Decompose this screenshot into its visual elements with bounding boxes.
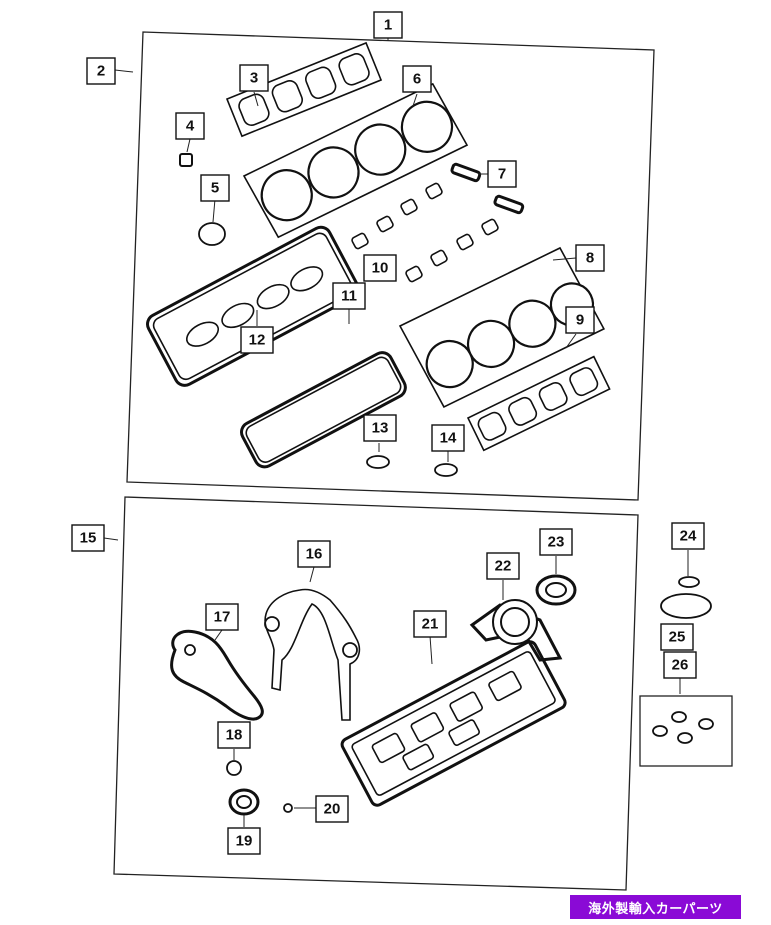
o-ring-20 [283, 803, 293, 813]
cylinder-head-gasket-right [398, 246, 606, 408]
svg-text:5: 5 [211, 180, 219, 197]
callout-2: 2 [86, 57, 116, 85]
callout-25: 25 [660, 623, 694, 651]
front-cover-seal-left [264, 616, 280, 632]
svg-text:20: 20 [324, 801, 341, 818]
oil-passage-gasket-lower [493, 194, 525, 215]
svg-text:6: 6 [413, 71, 421, 88]
intake-port-gaskets [351, 182, 499, 283]
lower-kit-panel [113, 496, 639, 891]
seal-set-26-box [639, 695, 733, 767]
seal-24 [678, 576, 700, 588]
svg-text:21: 21 [422, 616, 439, 633]
svg-text:13: 13 [372, 420, 389, 437]
callout-22: 22 [486, 552, 520, 580]
oil-passage-gasket-upper [450, 162, 482, 183]
svg-text:1: 1 [384, 17, 392, 34]
water-pump-gasket [170, 629, 264, 721]
oil-pan-gasket [340, 640, 567, 807]
svg-text:18: 18 [226, 727, 243, 744]
svg-text:16: 16 [306, 546, 323, 563]
callout-7: 7 [487, 160, 517, 188]
callout-1: 1 [373, 11, 403, 39]
callout-9: 9 [565, 306, 595, 334]
svg-text:14: 14 [440, 430, 457, 447]
svg-text:22: 22 [495, 558, 512, 575]
spark-plug-tube-seal [179, 153, 193, 167]
rear-main-seal-retainer [469, 599, 563, 662]
callout-13: 13 [363, 414, 397, 442]
front-crank-seal [228, 788, 260, 816]
callout-17: 17 [205, 603, 239, 631]
svg-text:24: 24 [680, 528, 697, 545]
svg-text:17: 17 [214, 609, 231, 626]
callout-11: 11 [332, 282, 366, 310]
callout-16: 16 [297, 540, 331, 568]
callout-4: 4 [175, 112, 205, 140]
o-ring-25 [660, 593, 712, 619]
callout-5: 5 [200, 174, 230, 202]
callout-14: 14 [431, 424, 465, 452]
callout-23: 23 [539, 528, 573, 556]
svg-text:3: 3 [250, 70, 258, 87]
water-pump-seal [184, 644, 196, 656]
valve-cover-gasket-left [146, 225, 360, 387]
cylinder-head-gasket-left [242, 82, 469, 239]
callout-12: 12 [240, 326, 274, 354]
o-ring-18 [226, 760, 242, 776]
seal-14 [434, 463, 458, 477]
callout-19: 19 [227, 827, 261, 855]
svg-text:15: 15 [80, 530, 97, 547]
front-cover-seal-right [342, 642, 358, 658]
callout-24: 24 [671, 522, 705, 550]
valve-cover-gasket-right [240, 351, 407, 469]
callout-26: 26 [663, 651, 697, 679]
callout-18: 18 [217, 721, 251, 749]
svg-text:26: 26 [672, 657, 689, 674]
callout-6: 6 [402, 65, 432, 93]
callout-20: 20 [315, 795, 349, 823]
upper-kit-panel [126, 31, 655, 501]
svg-text:9: 9 [576, 312, 584, 329]
svg-text:7: 7 [498, 166, 506, 183]
watermark-badge: 海外製輸入カーパーツ [570, 895, 741, 919]
exhaust-manifold-gasket-right [466, 355, 611, 452]
svg-text:25: 25 [669, 629, 686, 646]
seal-13 [366, 455, 390, 469]
svg-text:11: 11 [341, 288, 357, 305]
callout-10: 10 [363, 254, 397, 282]
callout-8: 8 [575, 244, 605, 272]
svg-text:4: 4 [186, 118, 195, 135]
svg-text:12: 12 [249, 332, 266, 349]
callout-21: 21 [413, 610, 447, 638]
svg-text:2: 2 [97, 63, 105, 80]
svg-text:10: 10 [372, 260, 389, 277]
seal-set-26 [652, 711, 714, 744]
svg-text:19: 19 [236, 833, 253, 850]
svg-text:8: 8 [586, 250, 594, 267]
callout-3: 3 [239, 64, 269, 92]
rear-crank-seal [535, 574, 577, 606]
exhaust-manifold-gasket-left [225, 41, 383, 138]
o-ring-5 [198, 222, 226, 246]
callout-15: 15 [71, 524, 105, 552]
svg-text:23: 23 [548, 534, 565, 551]
